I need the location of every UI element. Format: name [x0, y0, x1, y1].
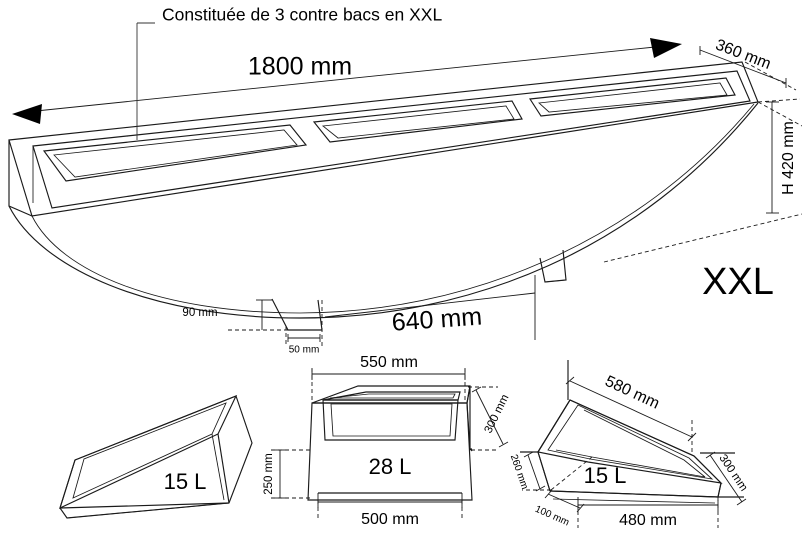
dimension-corner-580: 580 mm — [565, 360, 697, 452]
wedge-right-face-edge — [217, 433, 230, 504]
basin-panel-2-inner — [321, 105, 515, 139]
dimension-tub-top-550: 550 mm — [311, 354, 466, 400]
basin-panel-3-inner — [538, 82, 728, 113]
basin-bowl-outer-curve — [8, 102, 759, 319]
basin-drain-spout-right-lip — [544, 279, 567, 283]
tub-opening-inner — [329, 393, 456, 399]
basin-panel-1-inner — [53, 129, 298, 178]
basin-drain-spout-center — [271, 298, 323, 331]
label-corner-580mm: 580 mm — [602, 373, 662, 413]
label-h420mm: H 420 mm — [780, 121, 797, 195]
tub-body-outline — [307, 402, 473, 501]
corner-right-edge — [717, 482, 722, 498]
dimension-depth-360: 360 mm — [699, 36, 802, 127]
dimension-corner-480: 480 mm — [577, 497, 719, 529]
corner-bottom-secondary-edge — [552, 498, 716, 504]
label-corner-300mm: 300 mm — [716, 452, 749, 493]
main-basin-view: 1800 mm Constituée de 3 contre bacs en X… — [8, 5, 802, 356]
label-tub-250mm: 250 mm — [263, 453, 275, 495]
dimension-tub-height-250: 250 mm — [263, 449, 310, 499]
corner-internal-fold — [550, 456, 593, 491]
label-50mm: 50 mm — [289, 345, 320, 356]
basin-bowl-inner-curve — [31, 103, 755, 314]
wedge-front-long-edge — [59, 502, 230, 509]
corner-bottom-front-edge — [549, 490, 719, 498]
label-90mm: 90 mm — [182, 307, 217, 319]
tub-cavity-inner — [330, 403, 453, 437]
label-corner-volume: 15 L — [584, 463, 627, 488]
dimension-height-420: H 420 mm — [603, 98, 802, 263]
dimension-width-640: 640 mm — [324, 275, 536, 340]
title-leader-line — [136, 22, 155, 140]
basin-top-face-outer — [8, 61, 759, 217]
sub-view-left-wedge: 15 L — [59, 394, 253, 519]
sub-view-right-corner: 580 mm 480 mm 300 mm — [508, 360, 750, 529]
label-tub-300mm: 300 mm — [483, 393, 512, 436]
basin-top-rim-inner — [32, 70, 751, 209]
corner-body-outline — [537, 399, 722, 498]
dimension-drain-height-90: 90 mm — [182, 299, 290, 331]
dimension-tub-bottom-500: 500 mm — [317, 493, 463, 528]
sub-view-center-tub: 550 mm 500 mm 250 mm — [263, 354, 511, 528]
tub-cavity-outline — [322, 399, 459, 441]
label-corner-260mm: 260 mm — [508, 453, 530, 491]
tub-top-rim-right — [466, 385, 472, 450]
label-corner-100mm: 100 mm — [533, 504, 570, 529]
basin-panel-1-outer — [42, 124, 308, 182]
label-640mm: 640 mm — [391, 302, 483, 336]
corner-top-opening-inner — [547, 404, 714, 480]
annotation-title: Constituée de 3 contre bacs en XXL — [162, 5, 442, 25]
label-tub-500mm: 500 mm — [361, 511, 419, 528]
corner-inner-rim — [555, 409, 706, 478]
dimension-length-1800: 1800 mm — [12, 38, 682, 124]
label-tub-volume: 28 L — [369, 454, 412, 479]
wedge-bottom-tip-edge — [66, 502, 230, 519]
label-corner-480mm: 480 mm — [619, 512, 677, 529]
corner-top-opening-outer — [537, 399, 723, 484]
dimension-drain-width-50: 50 mm — [285, 300, 323, 356]
arrowhead-left — [12, 104, 42, 124]
basin-drain-spout-right — [539, 249, 567, 283]
tub-opening-outer — [322, 391, 461, 401]
label-1800mm: 1800 mm — [248, 53, 352, 81]
label-360mm: 360 mm — [713, 36, 773, 73]
basin-panel-2-outer — [312, 100, 523, 143]
dimension-corner-100: 100 mm — [533, 489, 585, 529]
wedge-top-opening-outer — [59, 394, 238, 510]
label-wedge-volume: 15 L — [164, 469, 207, 494]
corner-left-face — [537, 399, 571, 492]
label-tub-550mm: 550 mm — [360, 354, 418, 371]
wedge-right-face-edge-inner — [211, 433, 225, 501]
basin-panel-3-outer — [529, 77, 736, 117]
label-model-xxl: XXL — [702, 261, 774, 303]
wedge-top-opening-inner — [72, 402, 227, 499]
arrowhead-right — [650, 38, 682, 58]
dimension-tub-depth-300: 300 mm — [468, 386, 512, 451]
